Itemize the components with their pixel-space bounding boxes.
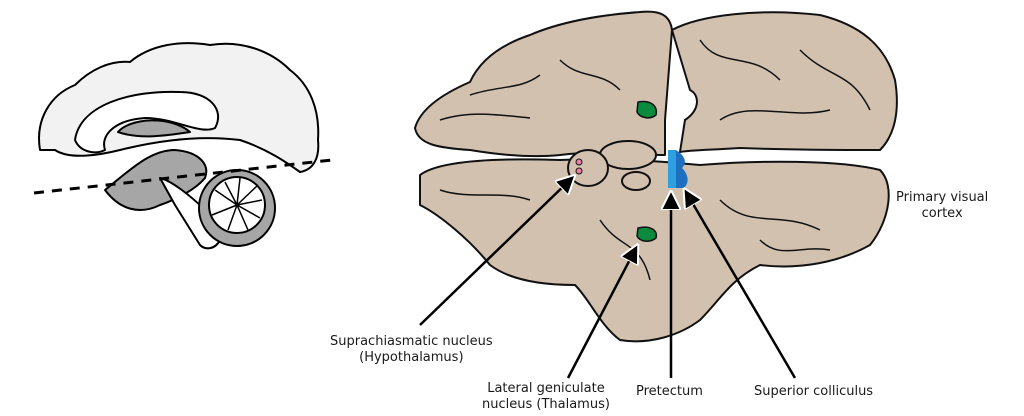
arrow-scn: [419, 178, 572, 326]
lgn-top: [636, 100, 658, 119]
pretectum-region: [668, 150, 676, 188]
label-pretectum: Pretectum: [636, 384, 703, 399]
arrow-lgn: [566, 248, 636, 379]
corpus-callosum: [74, 90, 220, 154]
label-scn-line2: (Hypothalamus): [359, 350, 464, 365]
label-scn: Suprachiasmatic nucleus (Hypothalamus): [330, 334, 493, 366]
scn-bottom: [575, 167, 583, 175]
label-lgn-line1: Lateral geniculate: [487, 381, 605, 396]
sagittal-brain: [33, 42, 333, 250]
scn-top: [575, 158, 583, 166]
label-scn-line1: Suprachiasmatic nucleus: [330, 334, 493, 349]
section-plane: [33, 158, 333, 195]
midbrain-left: [621, 171, 651, 191]
chiasm-region: [567, 149, 609, 187]
label-lgn: Lateral geniculate nucleus (Thalamus): [482, 381, 610, 413]
label-v1-line2: cortex: [921, 206, 963, 221]
tissue-bottom: [419, 158, 890, 343]
lgn-bottom: [636, 226, 658, 242]
arrow-sc: [686, 192, 797, 379]
label-superior-colliculus: Superior colliculus: [754, 384, 874, 399]
arbor-lines: [211, 177, 263, 231]
label-v1-line1: Primary visual: [896, 190, 989, 205]
superior-colliculus-region: [676, 150, 688, 188]
label-lgn-line2: nucleus (Thalamus): [482, 397, 610, 412]
lateral-ventricle: [117, 119, 191, 138]
horizontal-section: [414, 10, 898, 343]
label-primary-visual-cortex: Primary visual cortex: [896, 190, 988, 222]
tissue-top-right: [671, 11, 898, 153]
tissue-top-left: [414, 10, 673, 158]
